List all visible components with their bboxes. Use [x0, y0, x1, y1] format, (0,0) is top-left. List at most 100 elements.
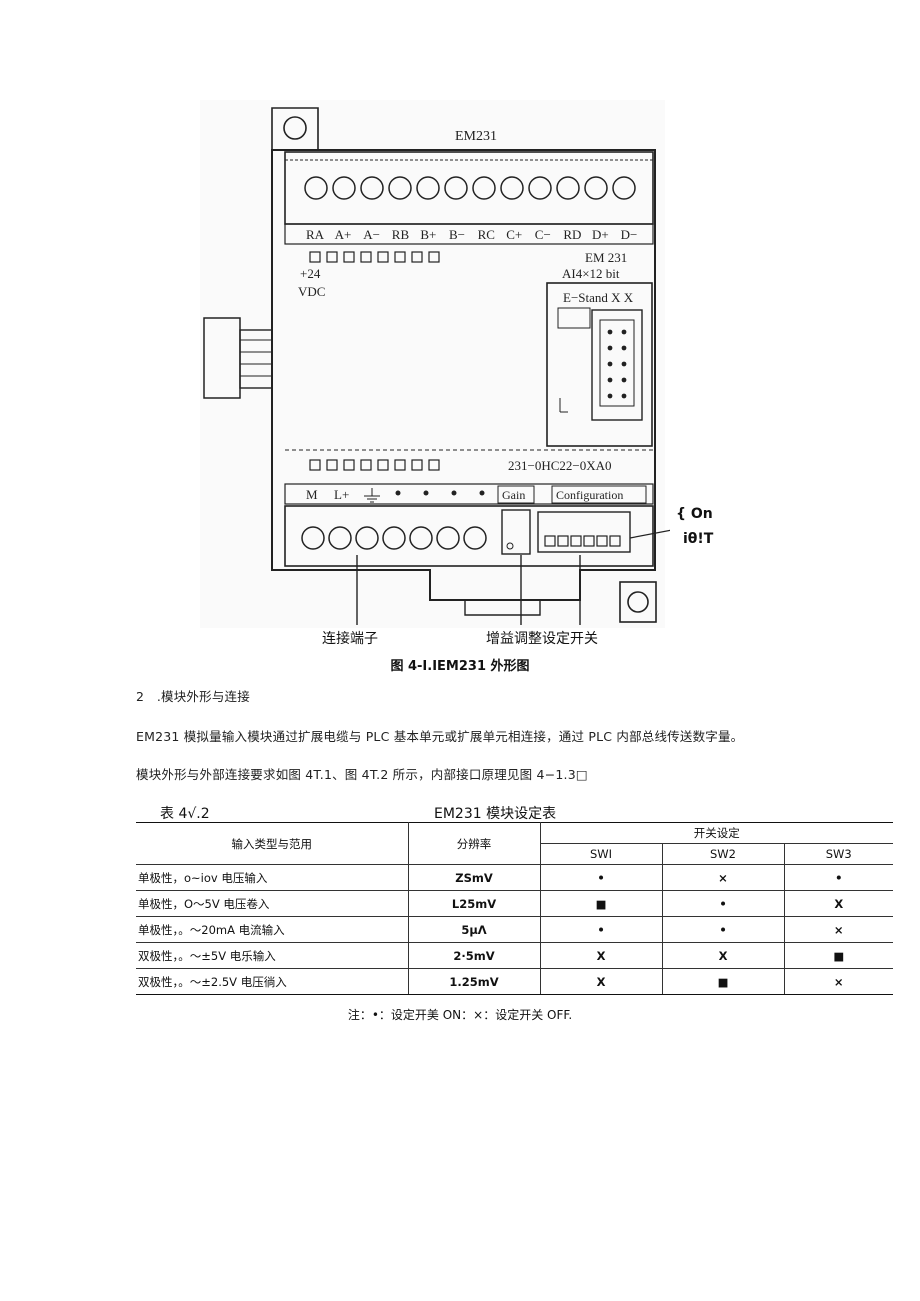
header-sw1: SWI [540, 843, 663, 865]
cell-res: ZSmV [407, 864, 541, 891]
dip-switch [557, 535, 569, 547]
terminal-screw [328, 526, 352, 550]
cell-type: 双极性，。～±5V 电乐输入 [136, 942, 409, 969]
connector-pin [607, 345, 613, 351]
connector-pin [621, 393, 627, 399]
terminal-label: D+ [592, 227, 609, 242]
led-indicator [377, 459, 389, 471]
terminal-screw [355, 526, 379, 550]
terminal-label: RD [563, 227, 581, 242]
dip-switch [544, 535, 556, 547]
cell-sw1: • [539, 916, 663, 943]
led-indicator [360, 251, 372, 263]
led-indicator [326, 251, 338, 263]
table-row: 双极性，。～±5V 电乐输入 2·5mV X X ■ [136, 942, 893, 969]
header-sw2: SW2 [661, 843, 785, 865]
figure-caption: 图 4-I.IEM231 外形图 [390, 659, 530, 674]
led-indicator [428, 459, 440, 471]
paragraph-2: 模块外形与外部连接要求如图 4T.1、图 4T.2 所示，内部接口原理见图 4−… [136, 767, 588, 782]
connector-pin [607, 361, 613, 367]
bottom-terminal-strip [284, 505, 654, 567]
label-m: M [306, 487, 318, 502]
terminal-label: B+ [420, 227, 436, 242]
cell-sw2: × [661, 864, 785, 891]
cell-sw1: • [539, 864, 663, 891]
section-heading: 2 .模块外形与连接 [136, 689, 250, 704]
cell-sw1: X [539, 968, 663, 995]
dip-switch [583, 535, 595, 547]
cell-sw3: X [783, 890, 893, 917]
connector-pin [607, 377, 613, 383]
led-indicator [326, 459, 338, 471]
table-row: 单极性，O～5V 电压卷入 L25mV ■ • X [136, 890, 893, 917]
cell-sw3: × [783, 916, 893, 943]
terminal-screw [528, 176, 552, 200]
label-terminal: 连接端子 [322, 631, 378, 647]
terminal-label: D− [621, 227, 638, 242]
connector-pin [621, 345, 627, 351]
table-note: 注：•：设定开美 ON：×：设定开关 OFF. [347, 1008, 573, 1022]
terminal-screw [472, 176, 496, 200]
connector-pin [607, 329, 613, 335]
led-indicator [411, 251, 423, 263]
terminal-screw [500, 176, 524, 200]
dip-switch [609, 535, 621, 547]
terminal-label: A+ [335, 227, 352, 242]
cell-sw2: • [661, 916, 785, 943]
terminal-screw [612, 176, 636, 200]
terminal-screw [332, 176, 356, 200]
header-resolution: 分辨率 [407, 822, 541, 865]
callout-on: { On [676, 506, 713, 522]
cell-res: 5μΛ [407, 916, 541, 943]
terminal-label: C− [535, 227, 551, 242]
connector-pin [621, 377, 627, 383]
terminal-label: A− [363, 227, 380, 242]
cell-type: 双极性，。～±2.5V 电压徜入 [136, 968, 409, 995]
table-label: 表 4√.2 [160, 806, 210, 822]
led-indicator [309, 459, 321, 471]
label-gain-switch: 增益调整设定开关 [486, 631, 598, 647]
expansion-cable-connector [203, 317, 273, 399]
terminal-label: B− [449, 227, 465, 242]
terminal-screw [409, 526, 433, 550]
module-top-label: EM231 [455, 129, 497, 144]
cell-sw2: X [661, 942, 785, 969]
header-switch: 开关设定 [539, 822, 893, 844]
plus24-label: +24 [300, 266, 321, 281]
cell-sw1: ■ [539, 890, 663, 917]
cell-type: 单极性，。～20mA 电流输入 [136, 916, 409, 943]
table-row: 双极性，。～±2.5V 电压徜入 1.25mV X ■ × [136, 968, 893, 995]
led-indicator [360, 459, 372, 471]
terminal-screw [382, 526, 406, 550]
terminal-screw [304, 176, 328, 200]
cell-sw1: X [539, 942, 663, 969]
cell-res: 2·5mV [407, 942, 541, 969]
callout-off: iθ!T [683, 531, 714, 547]
table-row: 单极性，。～20mA 电流输入 5μΛ • • × [136, 916, 893, 943]
connector-pin [621, 361, 627, 367]
vdc-label: VDC [298, 284, 325, 299]
part-number: 231−0HC22−0XA0 [508, 458, 612, 473]
model-line1: EM 231 [585, 250, 627, 265]
terminal-label: RA [306, 227, 325, 242]
header-type: 输入类型与范用 [136, 822, 409, 865]
cell-res: 1.25mV [407, 968, 541, 995]
table-title: EM231 模块设定表 [434, 806, 557, 822]
header-sw3: SW3 [783, 843, 893, 865]
dip-switch [596, 535, 608, 547]
cell-sw3: × [783, 968, 893, 995]
led-indicator [411, 459, 423, 471]
led-indicator [309, 251, 321, 263]
led-indicator [394, 251, 406, 263]
ground-icon [364, 488, 380, 503]
label-lplus: L+ [334, 487, 349, 502]
dip-switch [570, 535, 582, 547]
cell-sw3: ■ [783, 942, 893, 969]
terminal-label: RB [392, 227, 410, 242]
cell-type: 单极性，o~iov 电压输入 [136, 864, 409, 891]
connector-pin [607, 393, 613, 399]
cell-sw2: • [661, 890, 785, 917]
terminal-screw [436, 526, 460, 550]
